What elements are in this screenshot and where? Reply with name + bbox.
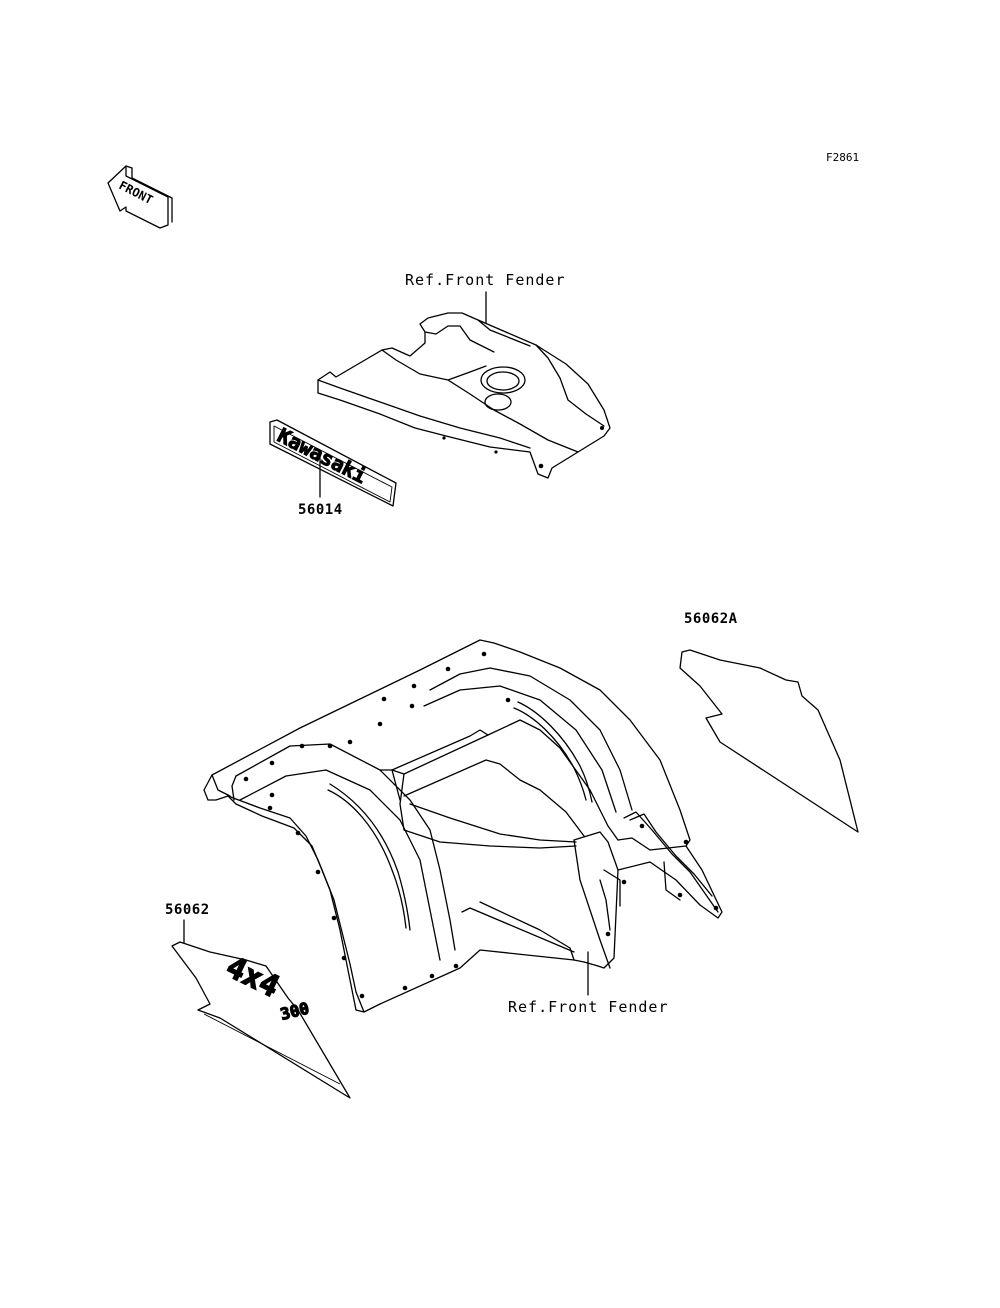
front-arrow-icon: FRONT [107,165,173,229]
kawasaki-decal-text: Kawasaki [274,423,371,488]
ref-front-fender-top-label: Ref.Front Fender [405,271,566,289]
upper-fender-cover [317,312,611,479]
front-arrow-label: FRONT [117,178,156,207]
side-decal-56062A [679,649,859,833]
ref-front-fender-bottom-label: Ref.Front Fender [508,998,669,1016]
figure-code: F2861 [826,151,859,164]
part-56014-label: 56014 [298,502,343,518]
displacement-number-text: 300 [278,998,311,1023]
part-56062-label: 56062 [165,902,210,918]
kawasaki-decal: Kawasaki [269,419,397,507]
side-decal-56062: 4x4 300 [171,941,351,1099]
part-56062A-label: 56062A [684,611,738,627]
main-front-fender [203,639,723,1013]
